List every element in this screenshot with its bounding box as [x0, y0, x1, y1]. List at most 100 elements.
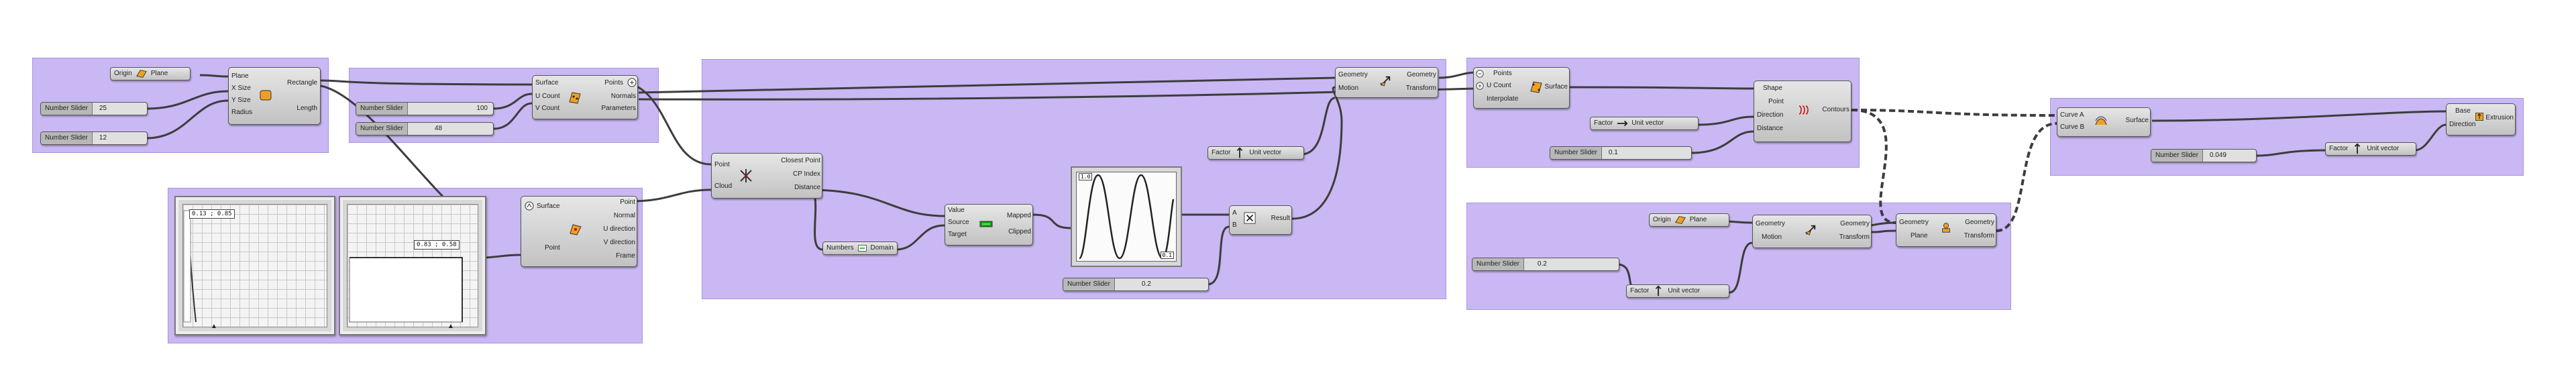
mirror-output-geometry[interactable]: Geometry — [1965, 219, 1994, 226]
rectangle-input-ysize[interactable]: Y Size — [231, 97, 251, 104]
contour-input-direction[interactable]: Direction — [1757, 111, 1784, 119]
multiply-component[interactable]: A B Result — [1229, 205, 1293, 235]
unit-z-c-component[interactable]: Factor Unit vector — [2325, 142, 2418, 158]
move-a-output-transform[interactable]: Transform — [1405, 85, 1436, 92]
move-b-input-geometry[interactable]: Geometry — [1756, 220, 1785, 227]
closest-input-point[interactable]: Point — [714, 161, 730, 168]
remap-output-mapped[interactable]: Mapped — [1006, 212, 1031, 219]
divide-output-points[interactable]: Points — [604, 79, 623, 87]
graph-mapper-b[interactable]: 0.83 ; 0.58 ▲ — [339, 196, 486, 335]
rectangle-output-rectangle[interactable]: Rectangle — [286, 79, 317, 87]
mirror-output-transform[interactable]: Transform — [1964, 232, 1994, 239]
slider-4-value[interactable]: 48 — [434, 125, 443, 132]
evaluate-input-surface[interactable]: Surface — [537, 203, 560, 210]
sfp-output-surface[interactable]: Surface — [1544, 83, 1568, 91]
slider-2-value[interactable]: 12 — [99, 134, 107, 142]
rectangle-input-xsize[interactable]: X Size — [231, 85, 251, 92]
bounds-output-domain[interactable]: Domain — [870, 244, 894, 252]
plane-b-input-origin[interactable]: Origin — [1653, 216, 1671, 223]
evaluate-input-point[interactable]: Point — [545, 244, 560, 252]
rectangle-component[interactable]: Plane X Size Y Size Radius Rectangle Len… — [228, 67, 321, 125]
unit-z-a-component[interactable]: Factor Unit vector — [1208, 146, 1304, 162]
move-a-output-geometry[interactable]: Geometry — [1407, 71, 1436, 78]
sfp-input-ucount[interactable]: U Count — [1487, 82, 1511, 89]
surface-from-points-component[interactable]: Points U Count Interpolate Surface — [1473, 67, 1571, 109]
sfp-ucount-graft-icon[interactable] — [1476, 82, 1484, 90]
plane-output[interactable]: Plane — [150, 70, 168, 77]
evaluate-output-frame[interactable]: Frame — [616, 252, 635, 260]
move-a-input-geometry[interactable]: Geometry — [1338, 71, 1368, 78]
mirror-input-plane[interactable]: Plane — [1911, 232, 1928, 239]
divide-input-vcount[interactable]: V Count — [535, 105, 560, 112]
closest-output-distance[interactable]: Distance — [794, 184, 820, 191]
slider-5-value[interactable]: 0.2 — [1141, 280, 1151, 288]
closest-output-cpindex[interactable]: CP Index — [793, 170, 820, 178]
unit-z-b-output[interactable]: Unit vector — [1668, 287, 1701, 294]
rectangle-output-length[interactable]: Length — [297, 105, 317, 112]
divide-output-parameters[interactable]: Parameters — [601, 105, 636, 112]
closest-output-closestpoint[interactable]: Closest Point — [781, 157, 820, 164]
divide-points-add-icon[interactable] — [627, 78, 637, 87]
contour-component[interactable]: Shape Point Direction Distance Contours — [1754, 80, 1853, 142]
graph-mapper-a-handle-icon[interactable]: ▲ — [211, 323, 217, 330]
evaluate-output-vdirection[interactable]: V direction — [603, 239, 635, 246]
sfp-input-points[interactable]: Points — [1493, 70, 1512, 77]
graph-mapper-b-handle-icon[interactable]: ▲ — [447, 323, 454, 330]
sine-graph-mapper[interactable]: 1.0 0.1 — [1071, 166, 1182, 267]
unit-x-component[interactable]: Factor Unit vector — [1590, 117, 1699, 133]
evaluate-output-udirection[interactable]: U direction — [603, 225, 635, 233]
remap-input-value[interactable]: Value — [948, 207, 965, 214]
evaluate-surface-component[interactable]: Surface Point Point Normal U direction V… — [521, 196, 639, 267]
bounds-component[interactable]: Numbers Domain — [822, 241, 898, 258]
divide-output-normals[interactable]: Normals — [610, 93, 636, 100]
plane-component[interactable]: Origin Plane — [110, 67, 191, 82]
move-a-input-motion[interactable]: Motion — [1338, 85, 1359, 92]
divide-input-ucount[interactable]: U Count — [535, 93, 560, 100]
evaluate-surface-input-reparam-icon[interactable] — [525, 201, 534, 211]
move-b-input-motion[interactable]: Motion — [1762, 233, 1782, 241]
unit-z-a-output[interactable]: Unit vector — [1249, 149, 1282, 156]
closest-point-component[interactable]: Point Cloud Closest Point CP Index Dista… — [711, 153, 824, 199]
slider-1-value[interactable]: 25 — [99, 105, 107, 112]
move-b-output-geometry[interactable]: Geometry — [1840, 220, 1870, 227]
extrude-input-direction[interactable]: Direction — [2449, 121, 2476, 128]
move-b-component[interactable]: Geometry Motion Geometry Transform — [1752, 215, 1873, 248]
plane-b-output[interactable]: Plane — [1689, 216, 1707, 223]
bounds-input-numbers[interactable]: Numbers — [826, 244, 854, 252]
unit-z-a-input-factor[interactable]: Factor — [1212, 149, 1231, 156]
unit-x-output[interactable]: Unit vector — [1631, 119, 1664, 127]
contour-input-shape[interactable]: Shape — [1763, 85, 1782, 92]
unit-z-c-output[interactable]: Unit vector — [2367, 145, 2400, 152]
mirror-component[interactable]: Geometry Plane Geometry Transform — [1896, 213, 1998, 247]
unit-x-input-factor[interactable]: Factor — [1594, 119, 1613, 127]
contour-output-contours[interactable]: Contours — [1822, 106, 1849, 113]
move-a-component[interactable]: Geometry Motion Geometry Transform — [1335, 67, 1440, 98]
graph-mapper-a[interactable]: 0.13 ; 0.85 ▲ — [174, 196, 335, 335]
remap-output-clipped[interactable]: Clipped — [1008, 228, 1031, 235]
unit-z-b-input-factor[interactable]: Factor — [1630, 287, 1650, 294]
remap-component[interactable]: Value Source Target Mapped Clipped — [945, 204, 1034, 246]
extrude-input-base[interactable]: Base — [2455, 107, 2471, 115]
loft-output-surface[interactable]: Surface — [2125, 117, 2149, 124]
multiply-input-b[interactable]: B — [1232, 221, 1237, 229]
rectangle-input-plane[interactable]: Plane — [231, 72, 249, 80]
slider-7-value[interactable]: 0.2 — [1537, 260, 1547, 268]
unit-z-b-component[interactable]: Factor Unit vector — [1626, 284, 1731, 301]
extrude-output-extrusion[interactable]: Extrusion — [2485, 114, 2514, 121]
slider-6-value[interactable]: 0.1 — [1608, 149, 1618, 156]
evaluate-output-normal[interactable]: Normal — [613, 212, 635, 219]
remap-input-target[interactable]: Target — [948, 231, 967, 238]
contour-input-distance[interactable]: Distance — [1757, 125, 1783, 132]
multiply-output-result[interactable]: Result — [1271, 215, 1290, 222]
multiply-input-a[interactable]: A — [1232, 209, 1237, 217]
loft-input-curveb[interactable]: Curve B — [2060, 123, 2085, 131]
slider-3-value[interactable]: 100 — [476, 105, 488, 112]
